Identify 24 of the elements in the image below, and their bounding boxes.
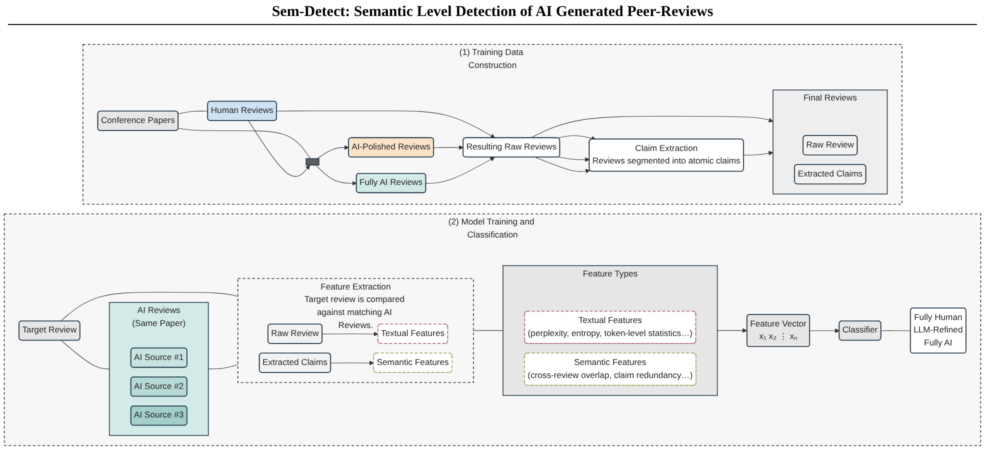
connector — [208, 364, 238, 370]
connector — [880, 330, 911, 332]
arrow — [530, 116, 774, 138]
arrow — [316, 145, 349, 159]
connector — [60, 292, 238, 322]
arrow — [276, 110, 496, 138]
connector — [60, 340, 110, 370]
arrow — [248, 120, 310, 177]
node-box — [306, 158, 320, 166]
connector — [178, 110, 208, 114]
connector — [178, 128, 311, 159]
arrow — [426, 157, 495, 184]
arrow — [322, 332, 378, 336]
arrow — [558, 135, 596, 141]
arrow — [743, 150, 774, 156]
arrow — [810, 328, 840, 334]
arrow — [558, 156, 590, 162]
arrow — [535, 157, 590, 174]
connector — [473, 330, 504, 331]
arrow — [315, 164, 357, 186]
arrow — [330, 360, 374, 366]
arrow — [434, 145, 464, 150]
diagram-title: Sem-Detect: Semantic Level Detection of AI Generated Peer-Reviews — [8, 0, 977, 25]
arrow — [717, 328, 748, 333]
